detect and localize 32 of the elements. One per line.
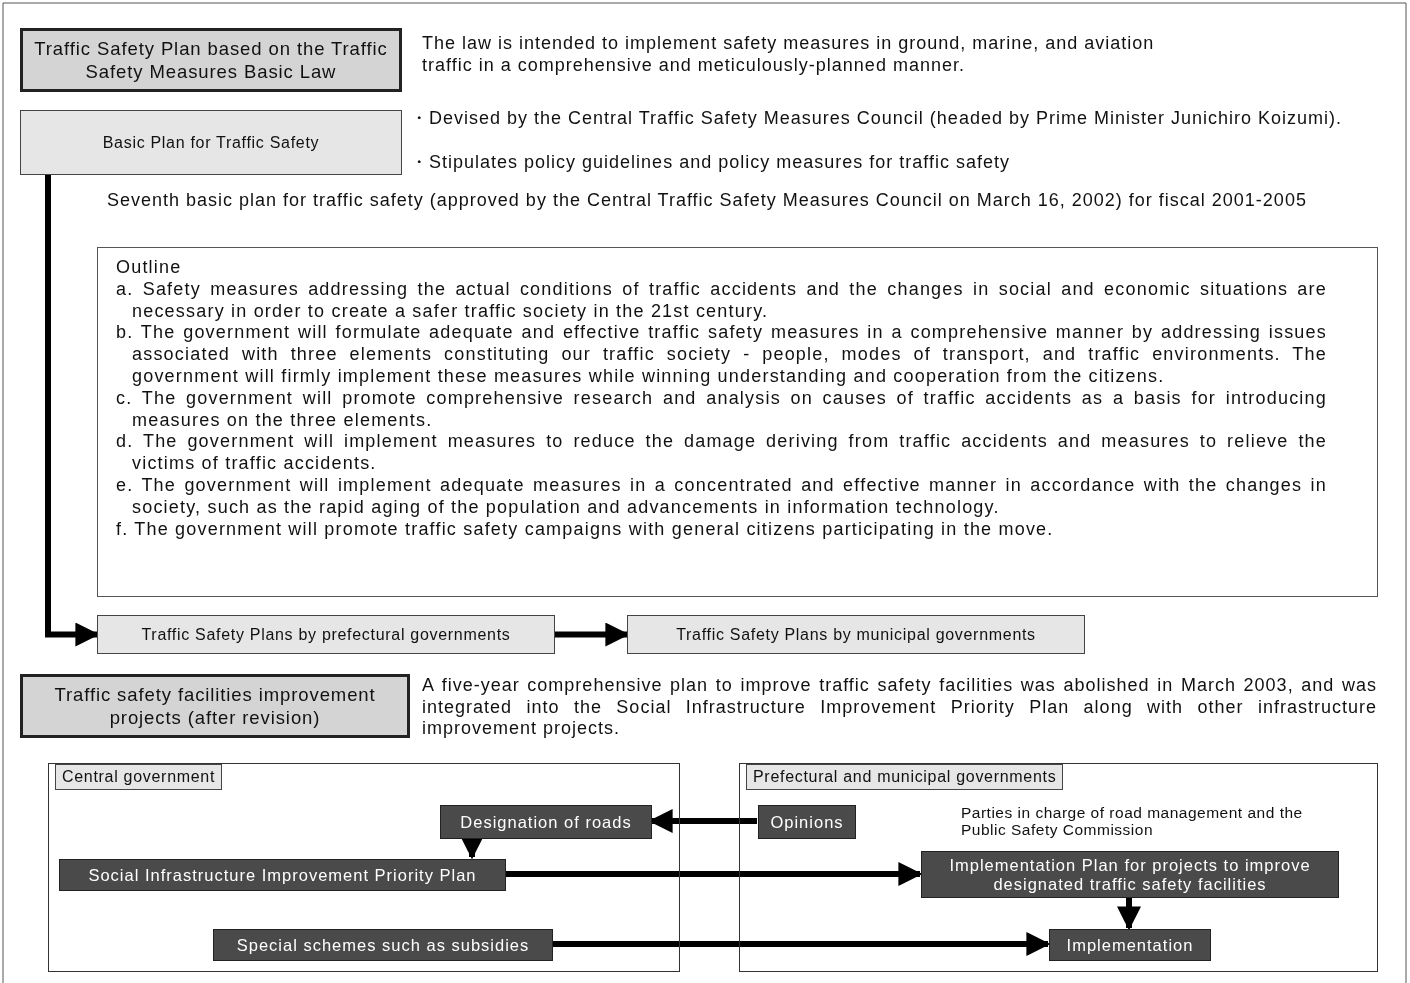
description-text: A five-year comprehensive plan to improve traffic safety facilities was abolished in March 2003, and was integrated into the Social Infrastructure Improvement Priority Plan along with other infrastructure improvement projects. — [422, 675, 1377, 740]
description-text: The law is intended to implement safety measures in ground, marine, and aviation traffic in a comprehensive and meticulously-planned manner. — [422, 33, 1156, 76]
plan-box: Traffic Safety Plan based on the Traffic Safety Measures Basic Law — [20, 28, 402, 92]
outline-item: d. The government will implement measures to reduce the damage deriving from traffic accidents and measures to relieve the victims of traffic accidents. — [116, 431, 1327, 475]
outline-item: a. Safety measures addressing the actual conditions of traffic accidents and the changes in social and economic situations are necessary in order to create a safer traffic society in the 21st century. — [116, 278, 1327, 323]
arrow — [505, 862, 923, 886]
government-panel — [48, 763, 680, 972]
plan-box: Traffic Safety Plans by municipal governments — [627, 615, 1085, 654]
process-box: Implementation — [1049, 929, 1211, 961]
process-box: Special schemes such as subsidies — [213, 929, 553, 961]
outline-item: f. The government will promote traffic safety campaigns with general citizens participating in the move. — [116, 518, 1055, 541]
panel-heading: Central government — [55, 764, 223, 790]
note-text: Parties in charge of road management and the Public Safety Commission — [961, 804, 1304, 838]
process-box: Opinions — [758, 805, 856, 839]
description-text: ・Stipulates policy guidelines and policy measures for traffic safety — [410, 152, 1011, 174]
government-panel — [739, 763, 1378, 972]
outline-item: c. The government will promote comprehensive research and analysis on causes of traffic accidents as a basis for introducing measures on the three elements. — [116, 387, 1327, 432]
outline-item: e. The government will implement adequate measures in a concentrated and effective manner in accordance with the changes in society, such as the rapid aging of the population and advancements in information technology. — [116, 474, 1327, 519]
plan-box: Basic Plan for Traffic Safety — [20, 110, 402, 175]
panel-heading: Prefectural and municipal governments — [746, 764, 1064, 790]
process-box: Designation of roads — [440, 805, 652, 839]
process-box: Implementation Plan for projects to improve designated traffic safety facilities — [921, 851, 1339, 898]
arrow — [1117, 897, 1141, 931]
plan-box: Traffic Safety Plans by prefectural governments — [97, 615, 555, 654]
description-text: ・Devised by the Central Traffic Safety Measures Council (headed by Prime Minister Junichiro Koizumi). — [410, 108, 1343, 130]
outline-item: b. The government will formulate adequate and effective traffic safety measures in a comprehensive manner by addressing issues associated with three elements constituting our traffic society - people, modes of transport, and traffic environments. The government will firmly implement these measures while winning understanding and cooperation from the citizens. — [116, 322, 1327, 388]
process-box: Social Infrastructure Improvement Priority Plan — [59, 859, 506, 891]
arrow — [552, 932, 1051, 956]
project-box: Traffic safety facilities improvement projects (after revision) — [20, 674, 410, 738]
note-text: Seventh basic plan for traffic safety (approved by the Central Traffic Safety Measures Council on March 16, 2002) for fiscal 2001-2005 — [107, 190, 1308, 212]
outline-heading: Outline — [116, 257, 183, 279]
outline-box — [97, 247, 1378, 597]
